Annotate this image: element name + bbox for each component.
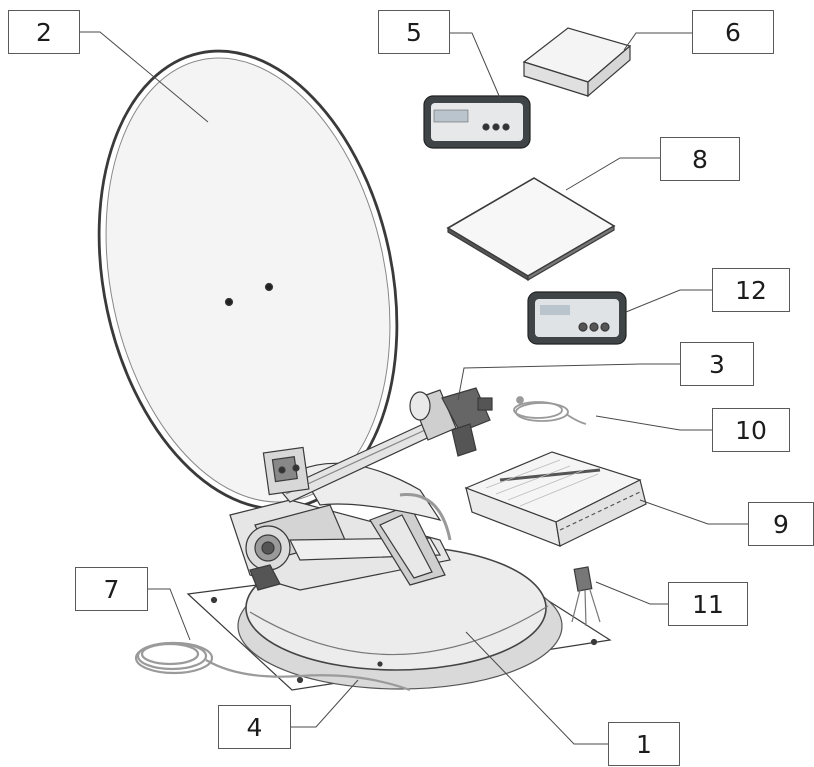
receiver-box	[466, 452, 646, 546]
callout-4: 4	[218, 705, 291, 749]
control-panel-5	[424, 96, 530, 148]
callout-5: 5	[378, 10, 450, 54]
callout-9: 9	[748, 502, 814, 546]
lnb-head	[410, 388, 492, 456]
callout-3: 3	[680, 342, 754, 386]
small-sensor	[572, 567, 600, 626]
coax-cable	[514, 397, 586, 424]
small-box	[524, 28, 630, 96]
callout-2: 2	[8, 10, 80, 54]
callout-12: 12	[712, 268, 790, 312]
callout-10: 10	[712, 408, 790, 452]
callout-6: 6	[692, 10, 774, 54]
callout-7: 7	[75, 567, 148, 611]
callout-1: 1	[608, 722, 680, 766]
manual-booklet	[448, 178, 614, 280]
callout-8: 8	[660, 137, 740, 181]
callout-11: 11	[668, 582, 748, 626]
remote-display-12	[528, 292, 626, 344]
